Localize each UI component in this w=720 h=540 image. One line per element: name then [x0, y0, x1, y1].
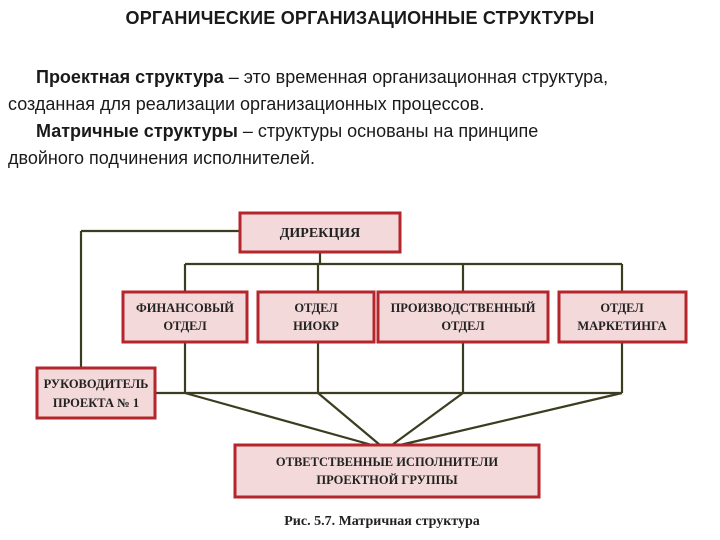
- slide-title: ОРГАНИЧЕСКИЕ ОРГАНИЗАЦИОННЫЕ СТРУКТУРЫ: [125, 8, 595, 28]
- department-box-production: ПРОИЗВОДСТВЕННЫЙ ОТДЕЛ: [376, 290, 550, 344]
- connector-line: [399, 391, 623, 447]
- department-label: ПРОИЗВОДСТВЕННЫЙ: [391, 301, 536, 315]
- department-box-marketing: ОТДЕЛ МАРКЕТИНГА: [557, 290, 688, 344]
- definition-text-continued: созданная для реализации организационных…: [8, 94, 485, 114]
- definition-text: – это временная организационная структур…: [223, 67, 609, 87]
- team-label: ОТВЕТСТВЕННЫЕ ИСПОЛНИТЕЛИ: [276, 455, 498, 469]
- project-team-box: ОТВЕТСТВЕННЫЕ ИСПОЛНИТЕЛИ ПРОЕКТНОЙ ГРУП…: [233, 443, 541, 499]
- figure-caption: Рис. 5.7. Матричная структура: [284, 514, 480, 529]
- connector-lines: [79, 229, 624, 447]
- department-label: НИОКР: [293, 319, 339, 333]
- manager-label: ПРОЕКТА № 1: [53, 396, 139, 410]
- department-box-rnd: ОТДЕЛ НИОКР: [256, 290, 376, 344]
- department-label: ОТДЕЛ: [163, 319, 207, 333]
- definition-text: – структуры основаны на принципе: [237, 121, 539, 141]
- connector-line: [184, 391, 373, 447]
- definition-matrix-structure: Матричные структуры – структуры основаны…: [8, 118, 716, 172]
- definition-text-continued: двойного подчинения исполнителей.: [8, 148, 315, 168]
- department-box-finance: ФИНАНСОВЫЙ ОТДЕЛ: [121, 290, 249, 344]
- department-label: ОТДЕЛ: [600, 301, 644, 315]
- connector-line: [317, 392, 381, 446]
- department-label: МАРКЕТИНГА: [577, 319, 666, 333]
- manager-label: РУКОВОДИТЕЛЬ: [44, 377, 149, 391]
- definition-project-structure: Проектная структура – это временная орга…: [8, 64, 716, 118]
- direction-label: ДИРЕКЦИЯ: [280, 226, 360, 241]
- connector-line: [391, 392, 464, 446]
- term-matrix-structure: Матричные структуры: [36, 121, 238, 141]
- department-label: ОТДЕЛ: [441, 319, 485, 333]
- department-label: ФИНАНСОВЫЙ: [136, 301, 234, 315]
- term-project-structure: Проектная структура: [36, 67, 224, 87]
- project-manager-box: РУКОВОДИТЕЛЬ ПРОЕКТА № 1: [35, 366, 157, 420]
- department-label: ОТДЕЛ: [294, 301, 338, 315]
- team-label: ПРОЕКТНОЙ ГРУППЫ: [316, 473, 458, 487]
- direction-box: ДИРЕКЦИЯ: [238, 211, 402, 254]
